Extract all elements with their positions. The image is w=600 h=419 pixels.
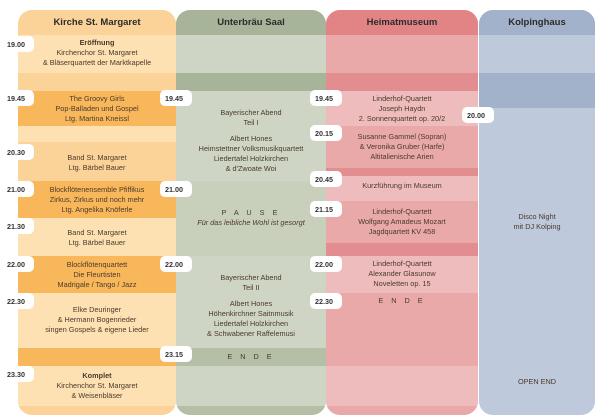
time-badge: 21.30 bbox=[2, 218, 34, 234]
column-kolpinghaus: Kolpinghaus Disco Night mit DJ Kolping O… bbox=[479, 10, 595, 415]
event-pfiffikus: Blockflötenensemble Pfiffikus Zirkus, Zi… bbox=[49, 185, 145, 214]
event-band-st-margaret-1: Band St. Margaret Ltg. Bärbel Bauer bbox=[67, 153, 127, 172]
event-bayerischer-abend-1: Bayerischer Abend Teil I Albert Hones He… bbox=[198, 108, 304, 173]
column-kirche: Kirche St. Margaret Eröffnung Kirchencho… bbox=[18, 10, 176, 415]
event-fleurtisten: Blockflötenquartett Die Fleurtisten Madr… bbox=[57, 260, 137, 289]
time-badge: 22.30 bbox=[310, 293, 342, 309]
time-badge: 20.00 bbox=[462, 107, 494, 123]
event-open-end: OPEN END bbox=[517, 377, 557, 386]
time-badge: 23.30 bbox=[2, 366, 34, 382]
event-bayerischer-abend-2: Bayerischer Abend Teil II Albert Hones H… bbox=[207, 273, 295, 338]
event-linderhof-mozart: Linderhof-Quartett Wolfgang Amadeus Moza… bbox=[358, 206, 446, 236]
time-badge: 21.00 bbox=[2, 181, 34, 197]
event-ende-museum: E N D E bbox=[378, 296, 426, 305]
event-linderhof-glasunow: Linderhof-Quartett Alexander Glasunow No… bbox=[368, 258, 436, 288]
time-badge: 22.00 bbox=[2, 256, 34, 272]
time-badge: 20.45 bbox=[310, 171, 342, 187]
column-heimatmuseum: Heimatmuseum Linderhof-Quartett Joseph H… bbox=[326, 10, 478, 415]
event-band-st-margaret-2: Band St. Margaret Ltg. Bärbel Bauer bbox=[67, 228, 127, 247]
event-groovy-girls: The Groovy Girls Pop-Balladen und Gospel… bbox=[55, 93, 139, 123]
time-badge: 20.15 bbox=[310, 125, 342, 141]
time-badge: 22.00 bbox=[310, 256, 342, 272]
time-badge: 19.45 bbox=[160, 90, 192, 106]
time-badge: 19.45 bbox=[310, 90, 342, 106]
event-ende-unterbraeu: E N D E bbox=[227, 352, 275, 361]
time-badge: 22.30 bbox=[2, 293, 34, 309]
time-badge: 20.30 bbox=[2, 144, 34, 160]
time-badge: 21.15 bbox=[310, 201, 342, 217]
time-badge: 23.15 bbox=[160, 346, 192, 362]
time-badge: 22.00 bbox=[160, 256, 192, 272]
event-gammel-gruber: Susanne Gammel (Sopran) & Veronika Grube… bbox=[357, 131, 447, 161]
event-pause: P A U S E Für das leibliche Wohl ist ges… bbox=[197, 208, 305, 227]
event-eroeffnung: Eröffnung Kirchenchor St. Margaret & Blä… bbox=[42, 38, 152, 67]
column-unterbraeu: Unterbräu Saal Bayerischer Abend Teil I … bbox=[176, 10, 326, 415]
column-header-kirche: Kirche St. Margaret bbox=[18, 10, 176, 35]
event-komplet: Komplet Kirchenchor St. Margaret & Weise… bbox=[56, 371, 138, 400]
column-header-unterbraeu: Unterbräu Saal bbox=[176, 10, 326, 35]
column-header-heimatmuseum: Heimatmuseum bbox=[326, 10, 478, 35]
event-disco-night: Disco Night mit DJ Kolping bbox=[513, 212, 561, 231]
time-badge: 21.00 bbox=[160, 181, 192, 197]
event-linderhof-haydn: Linderhof-Quartett Joseph Haydn 2. Sonne… bbox=[358, 93, 446, 123]
time-badge: 19.00 bbox=[2, 36, 34, 52]
column-header-kolpinghaus: Kolpinghaus bbox=[479, 10, 595, 35]
event-deuringer: Elke Deuringer & Hermann Bogenrieder sin… bbox=[45, 305, 149, 334]
event-kurzfuehrung: Kurzführung im Museum bbox=[362, 181, 442, 190]
time-badge: 19.45 bbox=[2, 90, 34, 106]
